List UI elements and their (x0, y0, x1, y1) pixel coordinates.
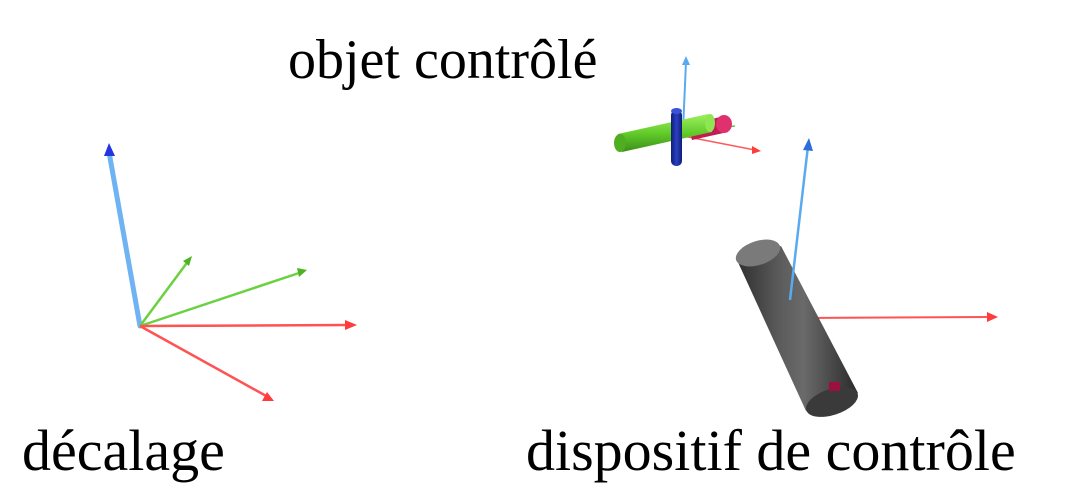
offset-z-axis (106, 149, 143, 329)
object-green-bar (614, 114, 715, 152)
device-z-axis (788, 145, 810, 301)
offset-x-axis-1 (139, 323, 351, 328)
object-blue-bar (671, 108, 682, 166)
device-x-axis (799, 316, 991, 319)
offset-x-arrowhead-1 (345, 320, 357, 330)
device-cylinder (735, 239, 858, 417)
offset-y-axis-1 (138, 259, 191, 327)
object-z-arrowhead (682, 56, 690, 65)
offset-x-axis-2 (139, 324, 269, 399)
offset-frame (104, 143, 357, 401)
offset-y-arrowhead-1 (183, 256, 192, 266)
controlled-object-label: objet contrôlé (288, 29, 598, 91)
offset-z-arrowhead (104, 143, 115, 156)
control-device-label: dispositif de contrôle (526, 418, 1016, 483)
offset-label: décalage (22, 418, 225, 483)
control-device (735, 138, 998, 417)
device-z-arrowhead (803, 138, 813, 151)
controlled-object (614, 56, 761, 166)
offset-y-arrowhead-2 (297, 268, 307, 277)
offset-y-axis-2 (139, 270, 303, 328)
offset-x-arrowhead-2 (262, 392, 274, 401)
device-x-arrowhead (987, 312, 998, 322)
object-x-arrowhead (752, 146, 761, 154)
object-z-axis (682, 61, 687, 131)
device-marker (829, 382, 840, 391)
